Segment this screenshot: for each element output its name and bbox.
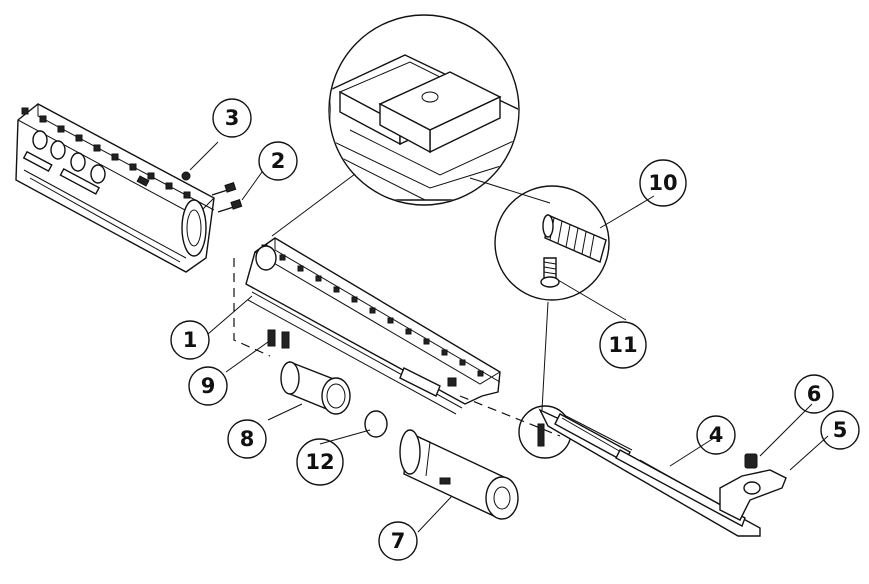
latch-part (719, 469, 787, 521)
callout-4: 4 (696, 415, 736, 455)
detail-leader-2 (469, 177, 551, 204)
screw-part-6 (744, 453, 758, 469)
callout-11: 11 (599, 321, 647, 369)
alignment-line-charging (459, 395, 561, 437)
charging-handle-part (538, 408, 761, 537)
screw-part-3 (181, 171, 191, 181)
callout-label-4: 4 (709, 423, 724, 447)
callout-label-10: 10 (648, 171, 677, 195)
callout-5: 5 (820, 410, 860, 450)
barrel-nut-part (280, 360, 351, 415)
callout-10: 10 (639, 159, 687, 207)
spring-part (542, 213, 607, 263)
callout-label-3: 3 (225, 106, 240, 130)
tube-part (399, 429, 519, 520)
spring-detail-leader (541, 301, 549, 411)
screw-part-11 (540, 257, 560, 288)
alignment-line-receiver (233, 258, 271, 357)
detail-view-rail-top (328, 14, 520, 206)
callout-7: 7 (378, 521, 418, 561)
callout-leaders (189, 141, 829, 533)
callout-label-9: 9 (201, 374, 216, 398)
callout-9: 9 (188, 366, 228, 406)
detail-view-spring (494, 185, 610, 301)
callout-12: 12 (296, 438, 344, 486)
callout-label-6: 6 (807, 382, 822, 406)
callout-label-1: 1 (183, 328, 198, 352)
callout-label-5: 5 (833, 418, 848, 442)
callout-label-7: 7 (391, 529, 406, 553)
callout-6: 6 (794, 374, 834, 414)
upper-receiver-part (245, 237, 501, 415)
o-ring-part (364, 410, 388, 438)
callout-3: 3 (212, 98, 252, 138)
screws-part-2 (211, 182, 243, 213)
callout-label-11: 11 (608, 333, 637, 357)
callout-8: 8 (227, 419, 267, 459)
handguard-part (15, 103, 215, 273)
callout-label-8: 8 (240, 427, 255, 451)
screws-part-9 (267, 329, 290, 349)
callout-1: 1 (170, 320, 210, 360)
detail-leader-1 (271, 173, 356, 237)
callout-label-12: 12 (305, 450, 334, 474)
callout-2: 2 (258, 141, 298, 181)
callout-label-2: 2 (271, 149, 286, 173)
